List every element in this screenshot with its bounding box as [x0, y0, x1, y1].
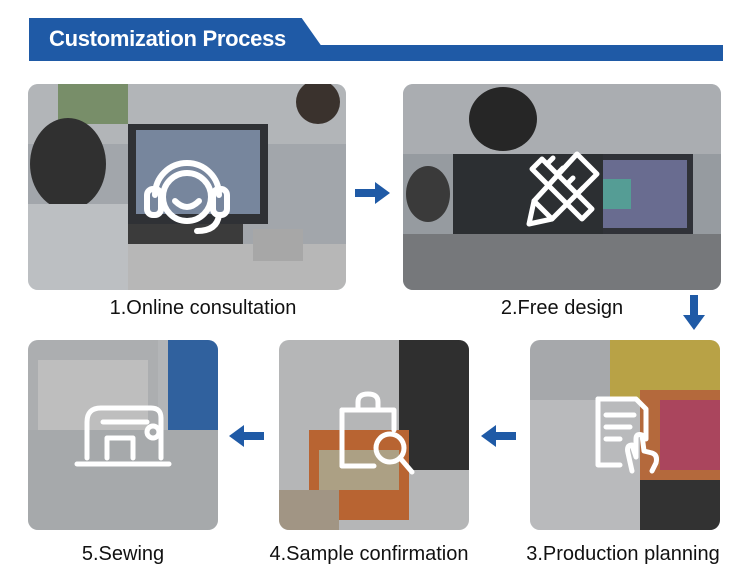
headset-icon	[144, 160, 230, 234]
office-consultation-photo	[28, 84, 346, 290]
step-4-label: 4.Sample confirmation	[269, 543, 469, 565]
step-1-card	[28, 84, 346, 290]
arrow-left-icon	[229, 425, 264, 447]
pencil-ruler-icon	[526, 151, 600, 227]
arrow-down-icon	[683, 295, 705, 330]
step-5-label: 5.Sewing	[81, 543, 165, 565]
step-2-card	[403, 84, 721, 290]
arrow-right-icon	[355, 182, 390, 204]
step-3-label: 3.Production planning	[526, 543, 720, 565]
planning-photo	[530, 340, 720, 530]
document-touch-icon	[595, 396, 659, 474]
step-5-card	[28, 340, 218, 530]
arrow-left-icon	[481, 425, 516, 447]
header-tab	[29, 18, 332, 61]
sewing-machine-icon	[74, 405, 172, 467]
step-4-card	[279, 340, 469, 530]
sample-photo	[279, 340, 469, 530]
step-1-label: 1.Online consultation	[109, 297, 297, 319]
step-2-label: 2.Free design	[500, 297, 624, 319]
designer-photo	[403, 84, 721, 290]
bag-magnifier-icon	[339, 391, 415, 475]
section-header: Customization Process	[29, 18, 723, 64]
sewing-photo	[28, 340, 218, 530]
step-3-card	[530, 340, 720, 530]
page-title: Customization Process	[49, 26, 286, 51]
